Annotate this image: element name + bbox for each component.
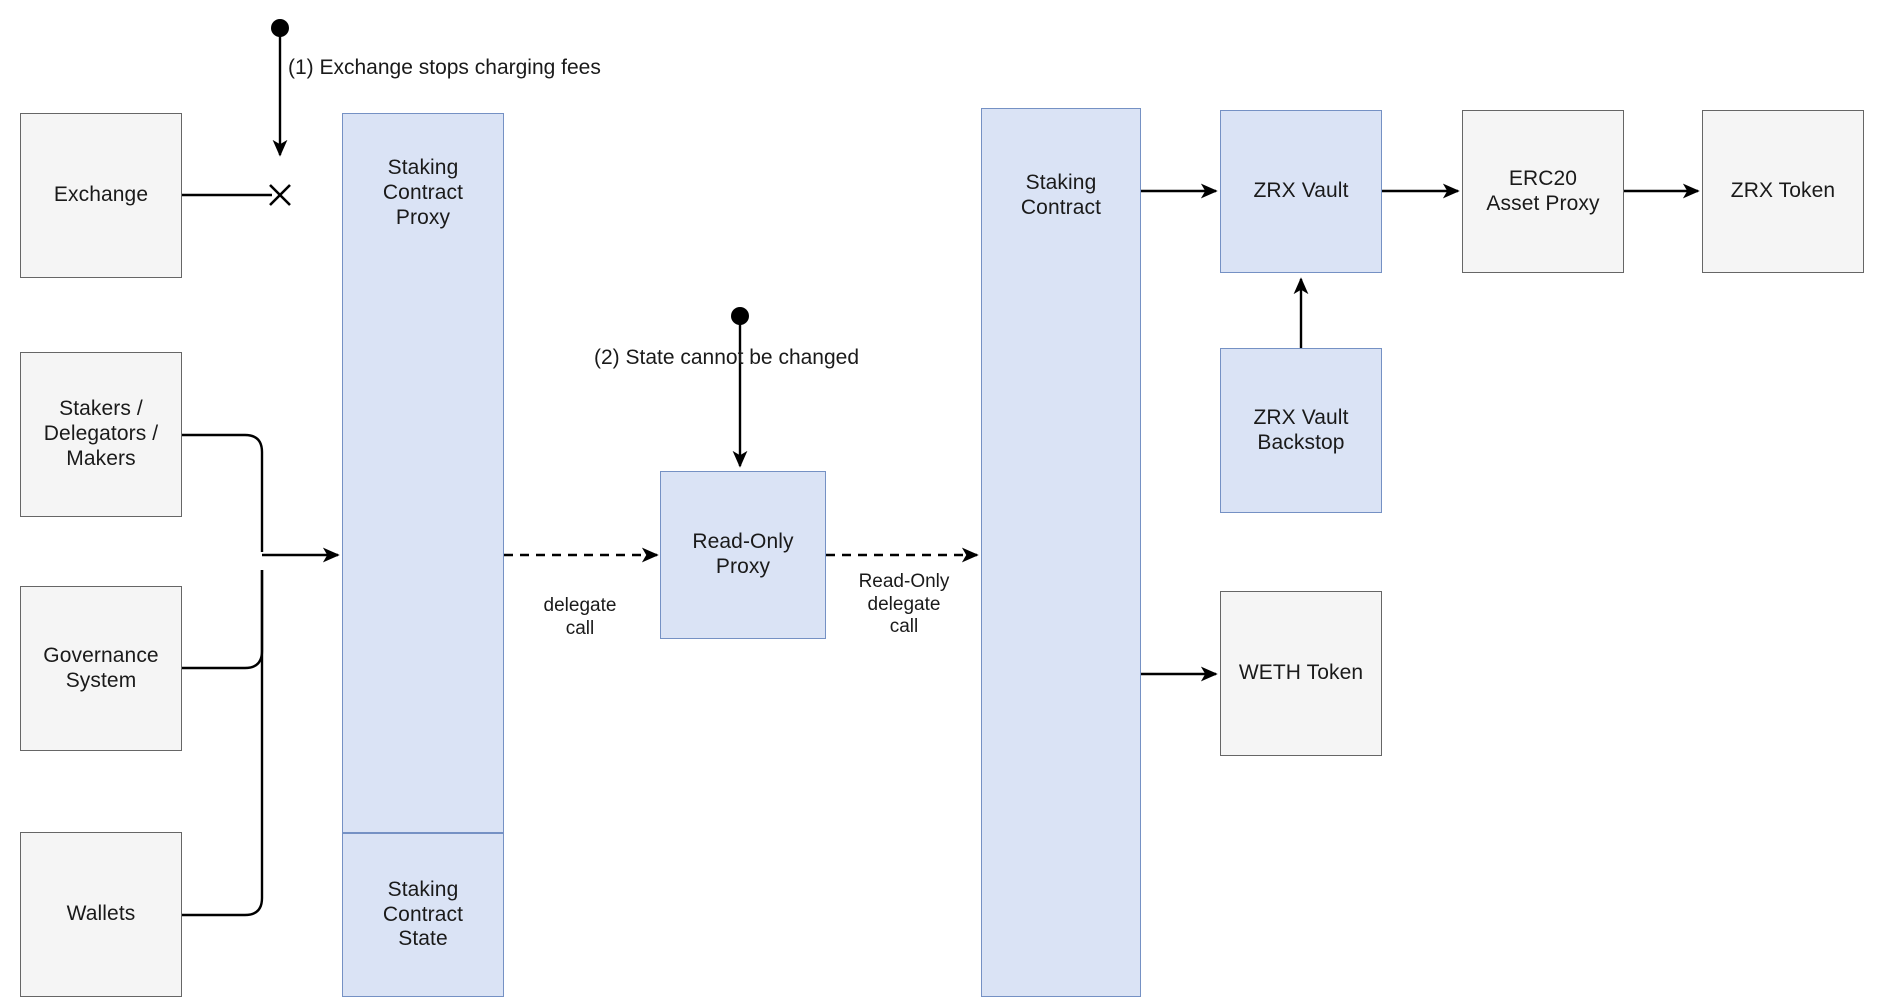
node-staking-contract-state[interactable]: Staking Contract State <box>342 833 504 997</box>
node-zrx-vault-label: ZRX Vault <box>1253 179 1349 203</box>
node-staking-contract-proxy[interactable]: Staking Contract Proxy <box>342 113 504 833</box>
node-weth-token[interactable]: WETH Token <box>1220 591 1382 756</box>
edge-label-read-only-delegate-call-text: Read-Only delegate call <box>858 570 950 638</box>
node-zrx-token[interactable]: ZRX Token <box>1702 110 1864 273</box>
node-exchange[interactable]: Exchange <box>20 113 182 278</box>
node-staking-contract-label: Staking Contract <box>1020 171 1102 219</box>
callout-2-connector <box>731 307 749 468</box>
node-zrx-vault[interactable]: ZRX Vault <box>1220 110 1382 273</box>
node-erc20-asset-proxy-label: ERC20 Asset Proxy <box>1486 166 1600 215</box>
edge-label-read-only-delegate-call: Read-Only delegate call <box>838 548 970 639</box>
node-read-only-proxy-label: Read-Only Proxy <box>692 530 794 578</box>
edge-left-actors-to-staking-proxy <box>182 433 340 917</box>
node-governance-system-label: Governance System <box>43 643 159 692</box>
node-staking-contract-state-label: Staking Contract State <box>382 877 464 951</box>
callout-1-connector <box>271 19 289 157</box>
node-stakers-delegators-makers[interactable]: Stakers / Delegators / Makers <box>20 352 182 517</box>
node-governance-system[interactable]: Governance System <box>20 586 182 751</box>
node-erc20-asset-proxy[interactable]: ERC20 Asset Proxy <box>1462 110 1624 273</box>
edge-exchange-to-staking-proxy <box>182 184 291 206</box>
node-staking-contract[interactable]: Staking Contract <box>981 108 1141 997</box>
node-staking-contract-proxy-label: Staking Contract Proxy <box>382 156 464 229</box>
node-zrx-token-label: ZRX Token <box>1730 179 1836 203</box>
callout-2-text: (2) State cannot be changed <box>594 346 860 369</box>
node-stakers-delegators-makers-label: Stakers / Delegators / Makers <box>43 397 159 470</box>
callout-1-label: (1) Exchange stops charging fees <box>288 55 601 80</box>
node-exchange-label: Exchange <box>53 183 149 207</box>
node-wallets[interactable]: Wallets <box>20 832 182 997</box>
node-weth-token-label: WETH Token <box>1238 661 1364 685</box>
edge-label-delegate-call-text: delegate call <box>543 594 617 639</box>
node-wallets-label: Wallets <box>66 902 136 926</box>
node-read-only-proxy[interactable]: Read-Only Proxy <box>660 471 826 639</box>
node-zrx-vault-backstop[interactable]: ZRX Vault Backstop <box>1220 348 1382 513</box>
edge-label-delegate-call: delegate call <box>510 572 650 640</box>
node-zrx-vault-backstop-label: ZRX Vault Backstop <box>1253 405 1349 454</box>
callout-1-text: (1) Exchange stops charging fees <box>288 56 601 79</box>
callout-2-label: (2) State cannot be changed <box>594 345 859 370</box>
blocked-x-icon <box>269 184 291 206</box>
